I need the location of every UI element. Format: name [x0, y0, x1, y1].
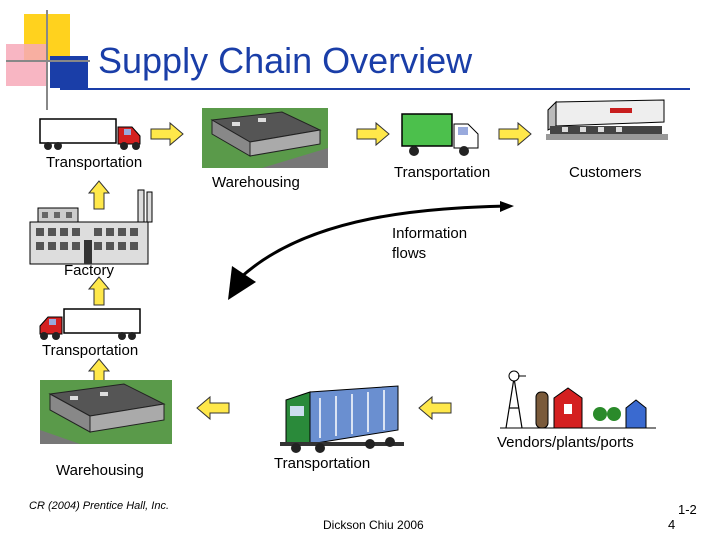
flow-arrow-left-2 — [418, 395, 452, 421]
footer-page-number-2: 4 — [668, 517, 676, 532]
corner-square-pink — [6, 44, 48, 86]
corner-line-horizontal — [6, 60, 90, 62]
factory-icon — [29, 189, 153, 265]
label-factory: Factory — [64, 262, 115, 279]
footer-page-number-1: 1-2 — [678, 502, 697, 517]
flow-arrow-left-1 — [196, 395, 230, 421]
label-information-flows-1: Information — [392, 225, 468, 242]
flow-arrow-up-1 — [87, 180, 111, 210]
flow-arrow-up-2 — [87, 276, 111, 306]
label-transportation-train: Transportation — [274, 455, 371, 472]
label-vendors: Vendors/plants/ports — [497, 434, 634, 451]
information-flow-arrow — [228, 201, 514, 300]
page-title: Supply Chain Overview — [98, 40, 473, 81]
title-underline — [60, 88, 690, 90]
label-transportation-truck: Transportation — [46, 154, 143, 171]
flow-arrow-right-2 — [356, 121, 390, 147]
label-transportation-box-truck: Transportation — [394, 164, 491, 181]
flow-arrow-right-3 — [498, 121, 532, 147]
warehouse-bottom-icon — [40, 380, 172, 444]
semi-truck-icon — [39, 118, 141, 150]
semi-truck-inbound-icon — [39, 308, 141, 340]
store-icon — [546, 99, 668, 140]
label-warehousing-bottom: Warehousing — [56, 462, 144, 479]
label-transportation-inbound: Transportation — [42, 342, 139, 359]
label-customers: Customers — [569, 164, 642, 181]
flow-arrow-right-1 — [150, 121, 184, 147]
farm-icon — [500, 370, 656, 429]
footer-copyright: CR (2004) Prentice Hall, Inc. — [29, 500, 169, 512]
label-warehousing-top: Warehousing — [212, 174, 300, 191]
footer-author: Dickson Chiu 2006 — [323, 518, 424, 532]
locomotive-icon — [280, 385, 404, 453]
box-truck-icon — [401, 113, 479, 156]
label-information-flows-2: flows — [392, 245, 427, 262]
warehouse-icon — [202, 108, 328, 168]
